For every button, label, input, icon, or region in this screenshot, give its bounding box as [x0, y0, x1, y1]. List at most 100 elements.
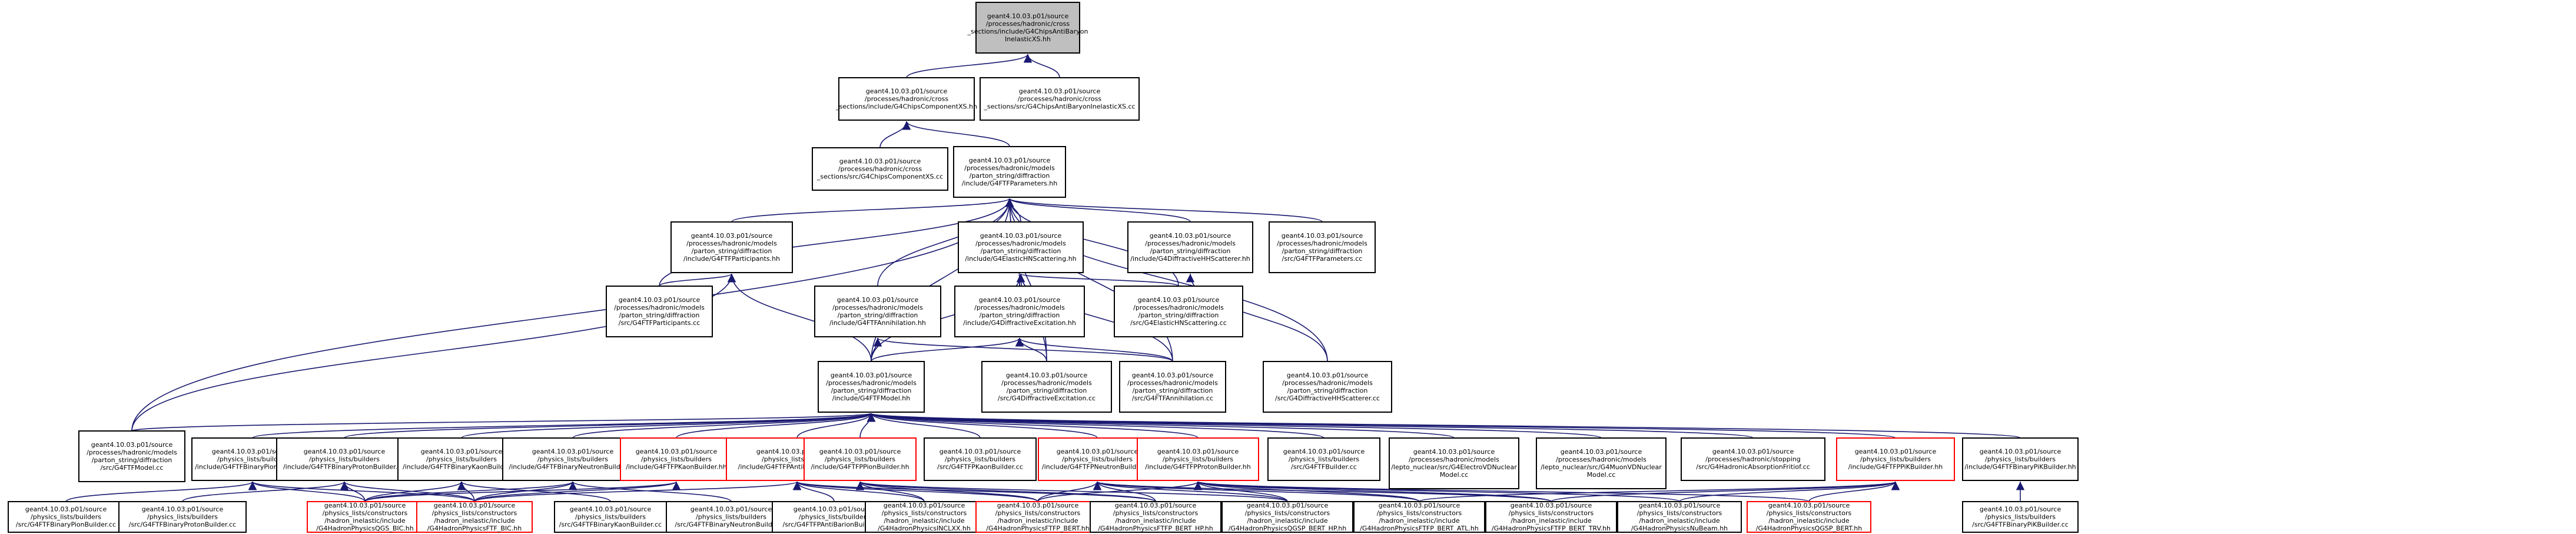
file-node[interactable]: geant4.10.03.p01/source/physics_lists/co… — [1747, 501, 1871, 533]
dependency-edge — [727, 273, 872, 362]
dependency-edge — [1093, 481, 1420, 502]
file-node[interactable]: geant4.10.03.p01/source/processes/hadron… — [78, 430, 185, 482]
file-node-label: geant4.10.03.p01/source — [997, 502, 1079, 509]
file-node-label: /hadron_inelastic/include — [324, 517, 405, 525]
file-node[interactable]: geant4.10.03.p01/source/processes/hadron… — [1269, 221, 1376, 273]
file-node[interactable]: geant4.10.03.p01/source/physics_lists/co… — [416, 501, 533, 533]
file-node-label: /G4HadronPhysicsFTF_BIC.hh — [427, 525, 522, 532]
file-node-label: /physics_lists/builders — [575, 513, 646, 521]
dependency-edge — [1551, 481, 1900, 502]
file-node-box — [1263, 361, 1392, 413]
file-node-box — [1090, 501, 1221, 533]
file-node-label: geant4.10.03.p01/source — [421, 448, 503, 456]
file-node-label: /include/G4FTFModel.hh — [832, 394, 910, 402]
file-node-label: /processes/hadronic/models — [974, 304, 1065, 311]
file-node-label: geant4.10.03.p01/source — [1019, 88, 1101, 95]
file-node[interactable]: geant4.10.03.p01/source/physics_lists/co… — [975, 501, 1100, 533]
file-node[interactable]: geant4.10.03.p01/source/physics_lists/co… — [1617, 501, 1742, 533]
file-node[interactable]: geant4.10.03.p01/source/physics_lists/co… — [1090, 501, 1221, 533]
file-node-label: geant4.10.03.p01/source — [1115, 502, 1197, 509]
file-node[interactable]: geant4.10.03.p01/source/physics_lists/co… — [307, 501, 423, 533]
file-node-label: /G4HadronPhysicsFTFP_BERT.hh — [986, 525, 1089, 532]
file-node[interactable]: geant4.10.03.p01/source/physics_lists/bu… — [118, 501, 247, 533]
file-node-label: /parton_string/diffraction — [692, 247, 772, 255]
file-node[interactable]: geant4.10.03.p01/source/processes/hadron… — [814, 286, 941, 337]
file-node[interactable]: geant4.10.03.p01/source/physics_lists/bu… — [554, 501, 667, 533]
file-node[interactable]: geant4.10.03.p01/source/processes/hadron… — [1681, 437, 1825, 481]
file-node[interactable]: geant4.10.03.p01/source/processes/hadron… — [953, 146, 1066, 198]
file-node[interactable]: geant4.10.03.p01/source/physics_lists/bu… — [804, 437, 917, 481]
root-file-node[interactable]: geant4.10.03.p01/source/processes/hadron… — [967, 2, 1088, 54]
file-node[interactable]: geant4.10.03.p01/source/physics_lists/co… — [1353, 501, 1485, 533]
file-node-label: /physics_lists/constructors — [1113, 509, 1199, 517]
file-node[interactable]: geant4.10.03.p01/source/physics_lists/bu… — [924, 437, 1037, 481]
file-node[interactable]: geant4.10.03.p01/source/physics_lists/bu… — [1267, 437, 1380, 481]
file-node[interactable]: geant4.10.03.p01/source/processes/hadron… — [954, 286, 1085, 337]
file-node[interactable]: geant4.10.03.p01/source/processes/hadron… — [1536, 437, 1667, 489]
file-node-label: /include/G4FTFBinaryKaonBuilder.hh — [403, 463, 520, 471]
file-node-label: geant4.10.03.p01/source — [1006, 372, 1088, 379]
file-node-label: /processes/hadronic/models — [1282, 379, 1373, 387]
file-node[interactable]: geant4.10.03.p01/source/physics_lists/co… — [1485, 501, 1617, 533]
file-node-label: /parton_string/diffraction — [980, 311, 1060, 319]
file-node[interactable]: geant4.10.03.p01/source/physics_lists/bu… — [1836, 437, 1955, 481]
dependency-edge — [1037, 481, 1202, 502]
file-node-label: geant4.10.03.p01/source — [91, 441, 173, 449]
file-node-box — [1485, 501, 1617, 533]
file-node-box — [276, 437, 413, 481]
file-node-label: /include/G4DiffractiveHHScatterer.hh — [1130, 255, 1250, 263]
file-node[interactable]: geant4.10.03.p01/source/physics_lists/bu… — [1962, 501, 2079, 533]
file-node-label: Model.cc — [1440, 471, 1469, 479]
file-node-box — [118, 501, 247, 533]
file-node-label: /processes/hadronic/stopping — [1705, 456, 1800, 463]
file-node[interactable]: geant4.10.03.p01/source/processes/hadron… — [1127, 221, 1253, 273]
file-node-label: geant4.10.03.p01/source — [794, 506, 875, 513]
file-node[interactable]: geant4.10.03.p01/source/processes/hadron… — [670, 221, 793, 273]
file-node-label: geant4.10.03.p01/source — [837, 296, 919, 304]
file-node[interactable]: geant4.10.03.p01/source/physics_lists/bu… — [620, 437, 733, 481]
file-node-label: /include/G4FTFPPiKBuilder.hh — [1848, 463, 1943, 471]
file-node-box — [954, 286, 1085, 337]
dependency-edge — [1093, 481, 1288, 502]
file-node-label: _sections/include/G4ChipsComponentXS.hh — [835, 103, 977, 111]
file-node[interactable]: geant4.10.03.p01/source/processes/hadron… — [812, 147, 948, 191]
file-node-label: /parton_string/diffraction — [838, 311, 918, 319]
file-node-box — [1681, 437, 1825, 481]
dependency-edge — [792, 481, 925, 502]
file-node[interactable]: geant4.10.03.p01/source/physics_lists/bu… — [1962, 437, 2079, 481]
file-node[interactable]: geant4.10.03.p01/source/processes/hadron… — [980, 77, 1140, 121]
file-node-box — [1137, 437, 1259, 481]
file-node[interactable]: geant4.10.03.p01/source/processes/hadron… — [1389, 437, 1519, 489]
file-node-label: /physics_lists/builders — [1062, 456, 1133, 463]
file-node-label: /physics_lists/builders — [1163, 456, 1233, 463]
file-node[interactable]: geant4.10.03.p01/source/physics_lists/bu… — [1038, 437, 1157, 481]
file-node[interactable]: geant4.10.03.p01/source/processes/hadron… — [1263, 361, 1392, 413]
file-node[interactable]: geant4.10.03.p01/source/physics_lists/bu… — [276, 437, 413, 481]
file-node-label: /G4HadronPhysicsINCLXX.hh — [878, 525, 971, 532]
file-node-label: geant4.10.03.p01/source — [831, 372, 912, 379]
file-node-box — [670, 221, 793, 273]
file-node[interactable]: geant4.10.03.p01/source/processes/hadron… — [606, 286, 713, 337]
file-node-box — [953, 146, 1066, 198]
file-node-label: /src/G4FTFBinaryPionBuilder.cc — [16, 521, 116, 529]
file-node[interactable]: geant4.10.03.p01/source/processes/hadron… — [958, 221, 1084, 273]
file-node[interactable]: geant4.10.03.p01/source/processes/hadron… — [1114, 286, 1243, 337]
file-node[interactable]: geant4.10.03.p01/source/physics_lists/bu… — [8, 501, 124, 533]
file-node[interactable]: geant4.10.03.p01/source/physics_lists/co… — [865, 501, 984, 533]
file-node[interactable]: geant4.10.03.p01/source/processes/hadron… — [835, 77, 977, 121]
file-node[interactable]: geant4.10.03.p01/source/physics_lists/bu… — [1137, 437, 1259, 481]
file-node[interactable]: geant4.10.03.p01/source/processes/hadron… — [818, 361, 925, 413]
file-node-box — [307, 501, 423, 533]
file-node-label: /processes/hadronic/models — [1133, 304, 1224, 311]
file-node-label: geant4.10.03.p01/source — [142, 506, 224, 513]
file-node[interactable]: geant4.10.03.p01/source/processes/hadron… — [981, 361, 1112, 413]
file-node-box — [1962, 437, 2079, 481]
dependency-edge — [248, 481, 366, 502]
file-node-label: /processes/hadronic/cross — [838, 165, 922, 173]
file-node-label: geant4.10.03.p01/source — [434, 502, 516, 509]
dependency-edge — [856, 481, 1156, 502]
file-node-box — [1119, 361, 1226, 413]
file-node[interactable]: geant4.10.03.p01/source/physics_lists/co… — [1221, 501, 1353, 533]
file-node-label: /hadron_inelastic/include — [1511, 517, 1591, 525]
file-node[interactable]: geant4.10.03.p01/source/processes/hadron… — [1119, 361, 1226, 413]
